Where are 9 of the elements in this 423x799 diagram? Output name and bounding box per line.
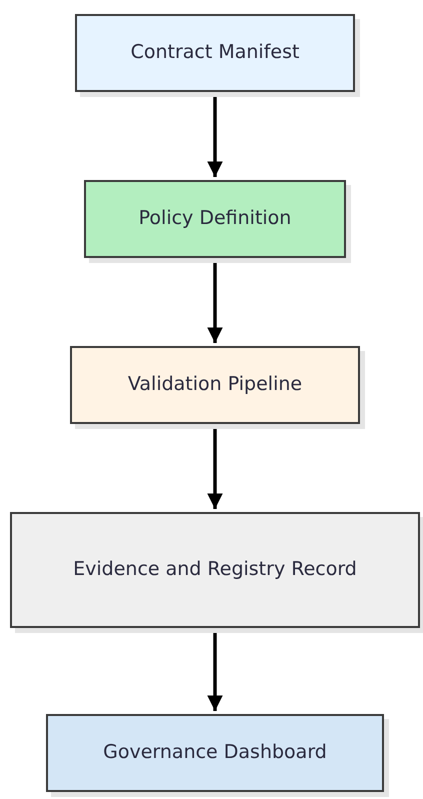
arrow: [207, 94, 223, 177]
box-label: Validation Pipeline: [128, 372, 302, 398]
box-label: Policy Definition: [138, 206, 292, 232]
arrow: [207, 630, 223, 711]
box-label: Contract Manifest: [130, 40, 300, 66]
box-label: Evidence and Registry Record: [73, 557, 357, 582]
arrow: [207, 260, 223, 343]
box-label: Governance Dashboard: [103, 740, 327, 766]
arrow: [207, 426, 223, 509]
